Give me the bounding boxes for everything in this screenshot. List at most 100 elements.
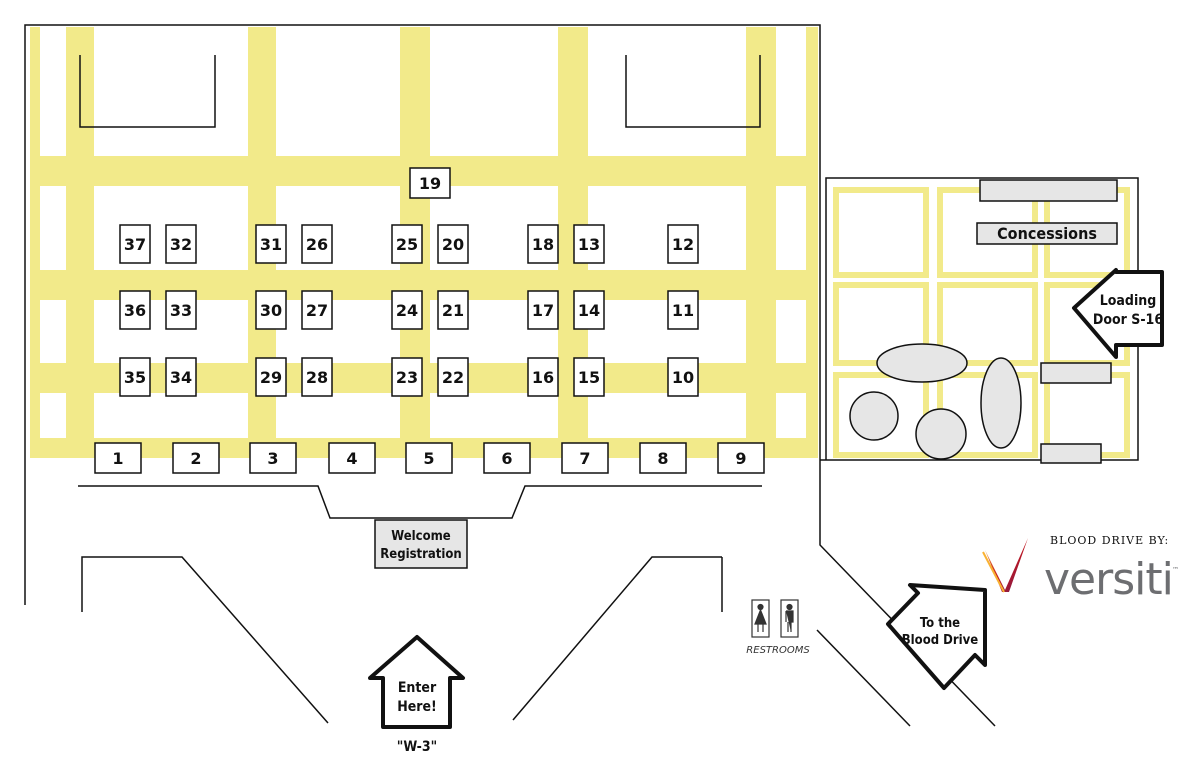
loading-label-line1: Loading — [1100, 293, 1157, 309]
booth-30: 30 — [255, 290, 287, 330]
booth-number: 36 — [124, 301, 146, 320]
booth-number: 13 — [578, 235, 600, 254]
booth-number: 25 — [396, 235, 418, 254]
booth-number: 6 — [501, 449, 512, 468]
sponsor-logo: BLOOD DRIVE BY: versiti ™ — [980, 530, 1190, 610]
booth-18: 18 — [527, 224, 559, 264]
aisle-vertical — [806, 27, 818, 457]
booth-11: 11 — [667, 290, 699, 330]
booth-number: 34 — [170, 368, 192, 387]
entrance-code: "W-3" — [397, 739, 437, 755]
table-oval-vertical — [980, 357, 1022, 449]
booth-13: 13 — [573, 224, 605, 264]
booth-number: 30 — [260, 301, 282, 320]
booth-number: 17 — [532, 301, 554, 320]
booth-21: 21 — [437, 290, 469, 330]
booth-6: 6 — [483, 442, 531, 474]
booth-12: 12 — [667, 224, 699, 264]
booth-number: 5 — [423, 449, 434, 468]
booth-9: 9 — [717, 442, 765, 474]
enter-here-arrow: Enter Here! "W-3" — [368, 635, 465, 755]
loading-label-line2: Door S-16 — [1093, 312, 1163, 328]
booth-number: 9 — [735, 449, 746, 468]
booth-27: 27 — [301, 290, 333, 330]
booth-number: 26 — [306, 235, 328, 254]
booth-number: 29 — [260, 368, 282, 387]
booth-number: 37 — [124, 235, 146, 254]
booth-number: 33 — [170, 301, 192, 320]
booth-number: 31 — [260, 235, 282, 254]
table-oval — [876, 343, 968, 383]
booth-number: 24 — [396, 301, 418, 320]
booth-36: 36 — [119, 290, 151, 330]
blood-drive-arrow: To the Blood Drive — [886, 583, 987, 690]
booth-17: 17 — [527, 290, 559, 330]
booth-number: 11 — [672, 301, 694, 320]
loading-door-arrow: Loading Door S-16 — [1072, 268, 1164, 359]
blood-drive-label-line2: Blood Drive — [902, 633, 979, 648]
booth-number: 14 — [578, 301, 600, 320]
booth-5: 5 — [405, 442, 453, 474]
booth-26: 26 — [301, 224, 333, 264]
booth-number: 3 — [267, 449, 278, 468]
booth-2: 2 — [172, 442, 220, 474]
booth-number: 18 — [532, 235, 554, 254]
table-round — [915, 408, 967, 460]
booth-25: 25 — [391, 224, 423, 264]
welcome-label-line2: Registration — [380, 547, 462, 562]
booth-7: 7 — [561, 442, 609, 474]
booth-number: 7 — [579, 449, 590, 468]
booth-number: 10 — [672, 368, 694, 387]
booth-number: 35 — [124, 368, 146, 387]
enter-label-line2: Here! — [397, 699, 437, 715]
booth-number: 22 — [442, 368, 464, 387]
booth-number: 19 — [419, 174, 441, 193]
booth-number: 21 — [442, 301, 464, 320]
booth-16: 16 — [527, 357, 559, 397]
booth-number: 20 — [442, 235, 464, 254]
booth-number: 23 — [396, 368, 418, 387]
booth-28: 28 — [301, 357, 333, 397]
booth-19: 19 — [409, 167, 451, 199]
booth-15: 15 — [573, 357, 605, 397]
booth-35: 35 — [119, 357, 151, 397]
welcome-label-line1: Welcome — [391, 529, 451, 544]
booth-3: 3 — [249, 442, 297, 474]
aisle-vertical — [30, 27, 40, 457]
welcome-registration-desk: Welcome Registration — [374, 519, 468, 569]
booth-22: 22 — [437, 357, 469, 397]
booth-number: 32 — [170, 235, 192, 254]
sponsor-tagline: BLOOD DRIVE BY: — [1050, 534, 1170, 547]
booth-14: 14 — [573, 290, 605, 330]
booth-number: 8 — [657, 449, 668, 468]
booth-10: 10 — [667, 357, 699, 397]
booth-23: 23 — [391, 357, 423, 397]
booth-number: 2 — [190, 449, 201, 468]
table-round — [849, 391, 899, 441]
booth-32: 32 — [165, 224, 197, 264]
booth-37: 37 — [119, 224, 151, 264]
blood-drive-label-line1: To the — [920, 616, 960, 631]
booth-31: 31 — [255, 224, 287, 264]
booth-33: 33 — [165, 290, 197, 330]
booth-number: 27 — [306, 301, 328, 320]
booth-8: 8 — [639, 442, 687, 474]
restrooms-label: RESTROOMS — [746, 645, 810, 656]
room-cell — [937, 282, 1038, 366]
booth-number: 16 — [532, 368, 554, 387]
booth-34: 34 — [165, 357, 197, 397]
room-cell — [1044, 372, 1130, 458]
room-cell — [833, 187, 929, 278]
booth-number: 15 — [578, 368, 600, 387]
booth-29: 29 — [255, 357, 287, 397]
mens-restroom-icon — [780, 599, 799, 638]
womens-restroom-icon — [751, 599, 770, 638]
booth-20: 20 — [437, 224, 469, 264]
sponsor-trademark: ™ — [1172, 566, 1179, 574]
concessions-label: Concessions — [997, 224, 1097, 243]
booth-number: 12 — [672, 235, 694, 254]
concessions-counter — [976, 222, 1118, 245]
